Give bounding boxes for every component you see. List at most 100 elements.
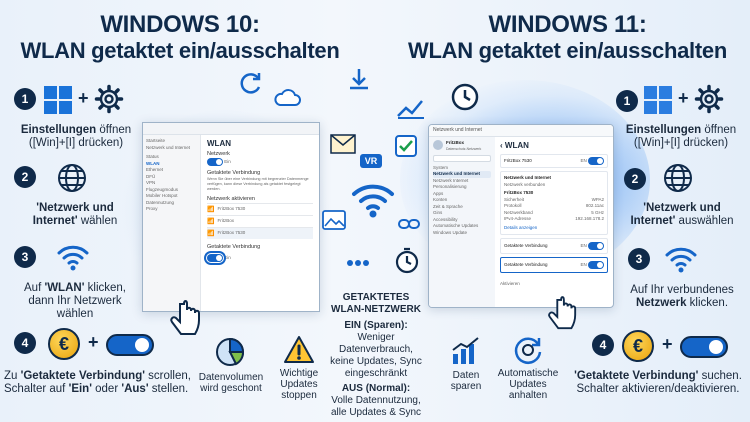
globe-icon: [664, 164, 692, 192]
win10-sidebar-item[interactable]: DFÜ: [146, 173, 156, 179]
win11-prop-row: Netzwerkband 5 GHz: [504, 210, 604, 217]
win10-titlebar: [143, 123, 319, 135]
win10-sidebar-item[interactable]: Flugzeugmodus: [146, 186, 179, 192]
win11-content: ‹ WLAN FritzBox 7530 EN Netzwerk und Int…: [495, 137, 613, 307]
win11-sidebar-item-network[interactable]: Netzwerk und Internet: [433, 171, 491, 178]
win10-network-name: FritzBox: [217, 218, 234, 224]
center-aus-line2: alle Updates & Sync: [330, 407, 422, 418]
win10-sidebar-item[interactable]: Startseite: [146, 138, 166, 143]
win10-network-row[interactable]: 📶 FritzBox: [207, 215, 313, 227]
win11-sidebar-item[interactable]: Gins: [433, 210, 443, 215]
win11-sidebar-item[interactable]: Apps: [433, 190, 444, 196]
left-step3-number: 3: [14, 246, 36, 268]
win11-network-card[interactable]: FritzBox 7530 EN: [500, 154, 608, 168]
win11-prop-label: Protokoll: [504, 203, 522, 208]
win11-row2-toggle-label: EN: [580, 262, 587, 268]
right-step1-bold: Einstellungen: [625, 124, 702, 136]
win11-search-input[interactable]: [433, 154, 491, 162]
win11-panel-network-name: FritzBox 7530: [504, 190, 534, 195]
win11-prop-label: Netzwerkband: [504, 209, 533, 215]
win11-user-sub: Datenschutz-Netzwerk: [446, 146, 482, 151]
win11-details-link[interactable]: Details anzeigen: [504, 224, 538, 230]
win10-sidebar-item[interactable]: Netzwerk und Internet: [146, 144, 191, 150]
dots-icon: [347, 260, 369, 266]
right-step3-line1: Auf Ihr verbundenes: [630, 284, 734, 296]
win11-prop-value: 5 GHz: [591, 209, 604, 215]
win10-toggle2-label: Ein: [224, 255, 231, 261]
right-step4-text: 'Getaktete Verbindung' suchen. Schalter …: [570, 370, 746, 396]
left-step1-line2: ([Win]+[I] drücken): [28, 137, 124, 149]
windows10-logo-icon: [44, 86, 72, 114]
win10-toggle1-label: Ein: [224, 159, 231, 165]
win11-sidebar-item[interactable]: Accessibility: [433, 216, 458, 222]
right-step1-rest: öffnen: [701, 124, 737, 136]
right-step4-number: 4: [592, 334, 614, 356]
win11-row1-toggle-label: EN: [580, 243, 587, 249]
win10-content: WLAN Netzwerk Ein Getaktete Verbindung W…: [201, 135, 319, 311]
win11-titlebar: Netzwerk und Internet: [429, 125, 613, 137]
win11-net-toggle-label: EN: [580, 158, 587, 164]
left-step4-line2-bold: 'Ein': [68, 383, 92, 395]
win10-network-toggle[interactable]: [207, 158, 223, 166]
hand-cursor-icon: [170, 300, 200, 335]
win11-properties-panel: Netzwerk und Internet Netzwerk verbunden…: [500, 171, 608, 235]
win11-panel-heading: Netzwerk und Internet: [504, 175, 552, 180]
win10-network-row-selected[interactable]: 📶 FritzBox 7530: [207, 227, 313, 239]
right-step3-text: Auf Ihr verbundenes Netzwerk klicken.: [618, 284, 746, 310]
avatar: [433, 140, 443, 151]
updates-stop-line3: stoppen: [281, 390, 317, 401]
win10-sidebar-item[interactable]: VPN: [146, 180, 156, 185]
euro-coin-icon: €: [48, 328, 80, 360]
plus-icon: +: [88, 332, 99, 352]
windows10-settings-window: Startseite Netzwerk und Internet Status …: [142, 122, 320, 312]
euro-coin-icon: €: [622, 330, 654, 362]
win10-metered-toggle[interactable]: [204, 251, 226, 265]
win11-panel-sub: Netzwerk verbunden: [504, 181, 546, 187]
clock-icon: [451, 83, 479, 111]
left-step3-pre: Auf: [24, 282, 45, 294]
data-saved-line1: Datenvolumen: [198, 372, 264, 383]
win11-row1-toggle[interactable]: [588, 242, 604, 250]
left-step4-line2-bold2: 'Aus': [121, 383, 149, 395]
checkbox-icon: [395, 135, 417, 157]
win10-sidebar-item[interactable]: Proxy: [146, 206, 158, 211]
win10-sidebar: Startseite Netzwerk und Internet Status …: [143, 135, 201, 311]
win11-metered-label: Getaktete Verbindung: [504, 261, 548, 267]
win10-sidebar-item[interactable]: Ethernet: [146, 167, 164, 172]
win11-sidebar-item[interactable]: Windows Update: [433, 229, 468, 235]
left-step1-bold: Einstellungen: [20, 124, 97, 136]
win11-metered-row[interactable]: Getaktete Verbindung EN: [500, 238, 608, 254]
win11-sidebar-item[interactable]: Netzwerk Internet: [433, 177, 469, 183]
win11-prop-value: WPA2: [591, 196, 604, 202]
win11-sidebar-item[interactable]: System: [433, 164, 449, 170]
win11-network-toggle[interactable]: [588, 157, 604, 165]
right-step2-text: 'Netzwerk und Internet' auswählen: [618, 202, 746, 228]
left-step4-line2-end: stellen.: [148, 383, 189, 395]
win10-section-metered: Getaktete Verbindung: [207, 170, 261, 176]
left-step4-text: Zu 'Getaktete Verbindung' scrollen, Scha…: [4, 370, 194, 396]
win10-sidebar-item[interactable]: Mobiler Hotspot: [146, 193, 178, 198]
windows11-settings-window: Netzwerk und Internet FritzBox Datenschu…: [428, 124, 614, 308]
win11-metered-row-highlight[interactable]: Getaktete Verbindung EN: [500, 257, 608, 273]
win10-sidebar-item[interactable]: Status: [146, 154, 159, 159]
refresh-icon: [240, 73, 261, 94]
win11-sidebar-item[interactable]: Personalisierung: [433, 184, 467, 189]
win10-network-row[interactable]: 📶 FritzBox 7530: [207, 203, 313, 215]
win11-sidebar-item[interactable]: Konten: [433, 197, 448, 202]
left-step2-line2: wählen: [77, 215, 118, 227]
left-step4-line2-mid: oder: [91, 383, 122, 395]
win11-sidebar-item[interactable]: Zeit & Sprache: [433, 203, 463, 209]
win11-metered-toggle[interactable]: [588, 261, 604, 269]
win10-network-name: FritzBox 7530: [217, 206, 246, 212]
win11-sidebar-item[interactable]: Automatische Updates: [433, 223, 479, 228]
right-step4-bold: 'Getaktete Verbindung': [574, 370, 699, 382]
win10-section-network: Netzwerk: [207, 151, 230, 157]
left-step4-bold: 'Getaktete Verbindung': [20, 370, 145, 382]
win10-sidebar-item[interactable]: Datennutzung: [146, 199, 175, 205]
win10-sidebar-item-wlan[interactable]: WLAN: [146, 160, 160, 166]
download-icon: [350, 69, 368, 90]
globe-icon: [58, 164, 86, 192]
updates-stop-label: Wichtige Updates stoppen: [266, 368, 332, 401]
